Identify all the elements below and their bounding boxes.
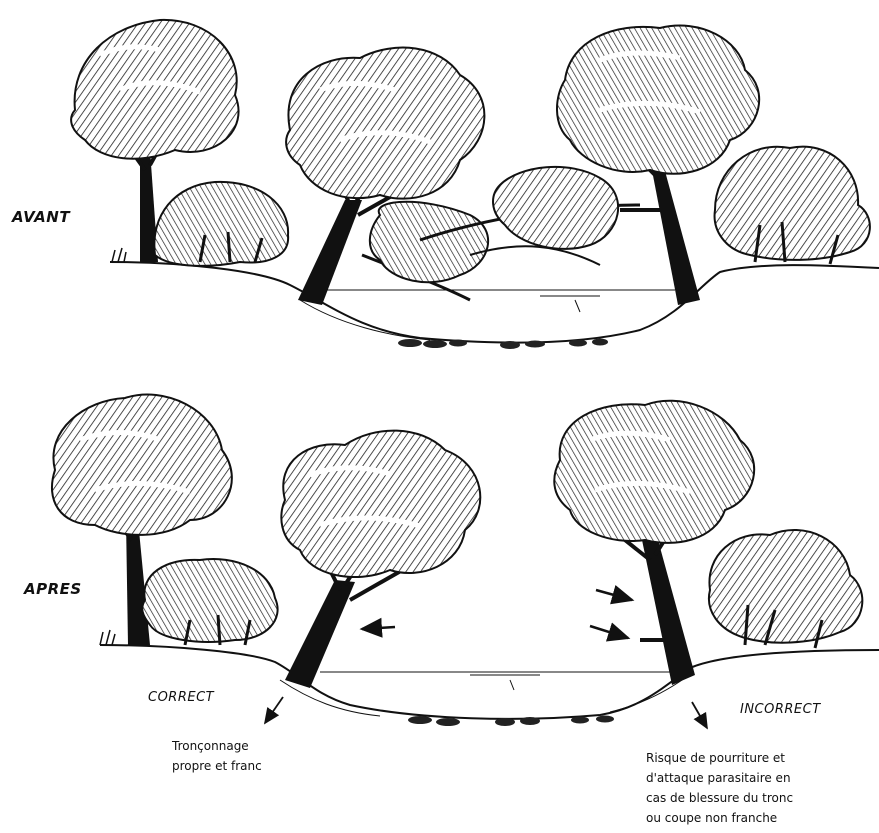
note-incorrect-line: ou coupe non franche <box>646 808 793 828</box>
label-apres: APRES <box>24 580 82 598</box>
label-correct: CORRECT <box>148 690 214 705</box>
arrow-correct-cut <box>362 627 395 629</box>
arrow-incorrect-wound-1 <box>596 590 632 600</box>
arrow-incorrect-wound-2 <box>590 626 628 638</box>
riverbank-top <box>110 262 879 343</box>
note-incorrect-line: d'attaque parasitaire en <box>646 768 793 788</box>
note-correct: Tronçonnage propre et franc <box>172 736 262 776</box>
shrub-left-bottom <box>100 559 278 645</box>
label-incorrect: INCORRECT <box>740 702 821 717</box>
shrub-right-bottom <box>709 530 862 648</box>
tree-right-top <box>557 26 759 305</box>
note-correct-line: propre et franc <box>172 756 262 776</box>
scene-apres <box>52 395 879 728</box>
note-correct-line: Tronçonnage <box>172 736 262 756</box>
note-incorrect-line: cas de blessure du tronc <box>646 788 793 808</box>
arrow-correct-note <box>265 697 283 723</box>
note-incorrect: Risque de pourriture et d'attaque parasi… <box>646 748 793 828</box>
tree-leaning-top <box>286 48 488 305</box>
tree-incorrect-bottom <box>554 401 754 685</box>
scene-avant <box>71 20 879 349</box>
shrub-right-top <box>715 147 870 264</box>
tree-correct-bottom <box>281 431 480 688</box>
arrow-incorrect-note <box>692 702 707 728</box>
label-avant: AVANT <box>12 208 70 226</box>
shrub-left-top <box>154 182 288 266</box>
note-incorrect-line: Risque de pourriture et <box>646 748 793 768</box>
